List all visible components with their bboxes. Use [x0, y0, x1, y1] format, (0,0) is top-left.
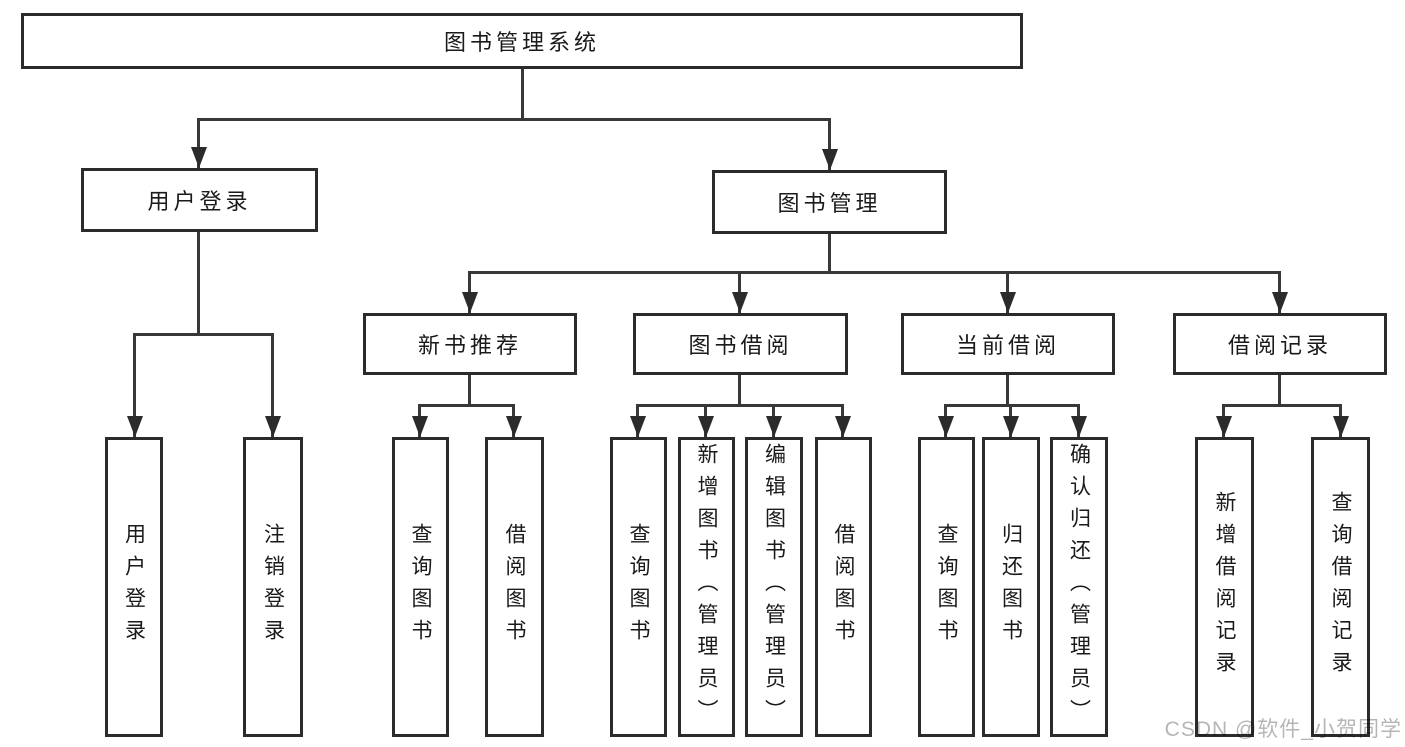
connector-borrowing-rail [636, 404, 844, 407]
leaf-query-books-current: 查询图书 [918, 437, 975, 737]
arrow-down-icon [468, 272, 471, 313]
node-label: 图书管理系统 [443, 30, 600, 55]
node-label: 用户登录 [147, 189, 252, 214]
leaf-add-borrow-record: 新增借阅记录 [1195, 437, 1254, 737]
connector-current-rail [944, 404, 1080, 407]
node-label: 查询图书 [935, 523, 958, 651]
node-label: 新书推荐 [417, 333, 522, 358]
arrow-down-icon [1009, 405, 1012, 437]
leaf-user-login: 用户登录 [105, 437, 163, 737]
connector-recommendation-rail [418, 404, 515, 407]
node-current-borrowing: 当前借阅 [901, 313, 1115, 375]
node-book-borrowing: 图书借阅 [633, 313, 848, 375]
node-borrowing-records: 借阅记录 [1173, 313, 1387, 375]
arrow-down-icon [133, 334, 136, 437]
arrow-down-icon [1278, 272, 1281, 313]
arrow-down-icon [1077, 405, 1080, 437]
leaf-query-books-recommendation: 查询图书 [392, 437, 449, 737]
node-label: 归还图书 [999, 523, 1023, 651]
node-book-management: 图书管理 [712, 170, 947, 234]
arrow-down-icon [1222, 405, 1225, 437]
node-user-login: 用户登录 [81, 168, 318, 232]
arrow-down-icon [512, 405, 515, 437]
leaf-borrow-books-borrowing: 借阅图书 [815, 437, 872, 737]
node-label: 图书管理 [777, 191, 882, 216]
connector-recommendation-stem [468, 375, 471, 406]
node-label: 查询图书 [409, 523, 432, 651]
node-label: 编辑图书（管理员） [762, 443, 786, 731]
leaf-edit-book-admin: 编辑图书（管理员） [745, 437, 803, 737]
arrow-down-icon [271, 334, 274, 437]
connector-records-stem [1278, 375, 1281, 406]
connector-user-login-stem [197, 232, 200, 335]
node-label: 借阅图书 [832, 523, 855, 651]
node-label: 用户登录 [122, 523, 146, 651]
leaf-query-borrow-record: 查询借阅记录 [1311, 437, 1370, 737]
arrow-down-icon [197, 119, 200, 168]
arrow-down-icon [1339, 405, 1342, 437]
connector-borrowing-stem [738, 375, 741, 406]
node-label: 图书借阅 [688, 333, 793, 358]
node-label: 借阅图书 [503, 523, 526, 651]
leaf-confirm-return-admin: 确认归还（管理员） [1050, 437, 1108, 737]
arrow-down-icon [772, 405, 775, 437]
leaf-logout: 注销登录 [243, 437, 303, 737]
connector-current-stem [1006, 375, 1009, 406]
node-label: 注销登录 [261, 523, 285, 651]
connector-level2-rail [197, 118, 831, 121]
node-label: 借阅记录 [1227, 333, 1332, 358]
arrow-down-icon [738, 272, 741, 313]
connector-user-login-rail [133, 333, 274, 336]
node-label: 当前借阅 [955, 333, 1060, 358]
node-label: 查询图书 [627, 523, 650, 651]
node-label: 确认归还（管理员） [1067, 443, 1091, 731]
leaf-add-book-admin: 新增图书（管理员） [678, 437, 735, 737]
connector-book-management-stem [828, 234, 831, 273]
watermark: CSDN @软件_小贺同学 [1164, 718, 1402, 741]
node-library-system: 图书管理系统 [21, 13, 1023, 69]
arrow-down-icon [1006, 272, 1009, 313]
leaf-borrow-books-recommendation: 借阅图书 [485, 437, 544, 737]
node-label: 查询借阅记录 [1329, 491, 1352, 683]
arrow-down-icon [828, 119, 831, 170]
connector-root-stem [521, 69, 524, 120]
leaf-return-book: 归还图书 [982, 437, 1040, 737]
arrow-down-icon [704, 405, 707, 437]
node-new-book-recommendation: 新书推荐 [363, 313, 577, 375]
arrow-down-icon [418, 405, 421, 437]
connector-level3-rail [468, 271, 1281, 274]
node-label: 新增图书（管理员） [695, 443, 718, 731]
node-label: 新增借阅记录 [1213, 491, 1236, 683]
leaf-query-books-borrowing: 查询图书 [610, 437, 667, 737]
arrow-down-icon [944, 405, 947, 437]
connector-records-rail [1222, 404, 1342, 407]
arrow-down-icon [841, 405, 844, 437]
arrow-down-icon [636, 405, 639, 437]
